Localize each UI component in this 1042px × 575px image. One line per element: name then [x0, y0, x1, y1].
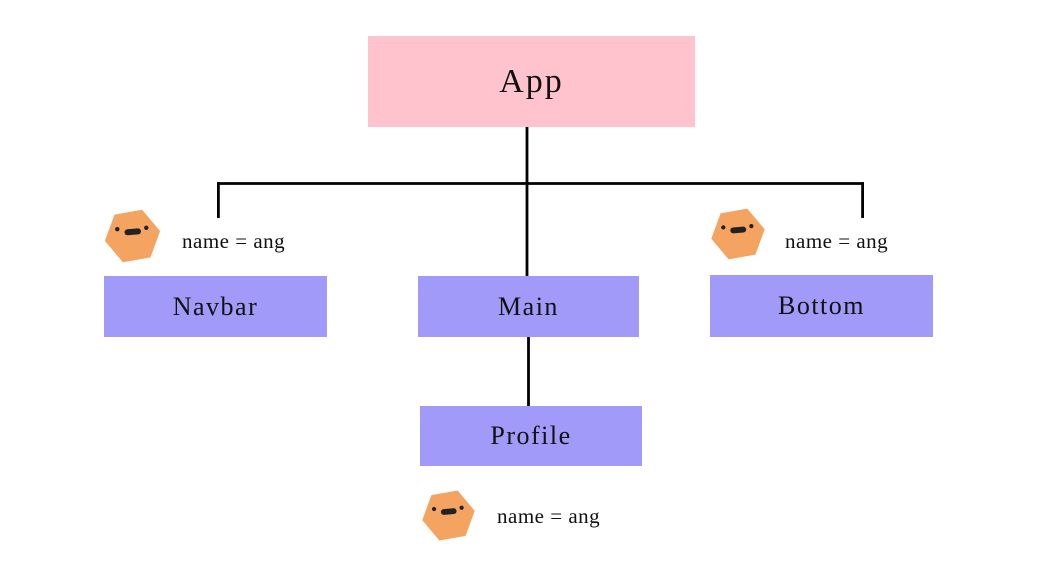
node-app: App: [368, 36, 695, 127]
hexagon-face-icon: [422, 490, 475, 541]
prop-annotation-profile: name = ang: [497, 504, 601, 528]
node-main: Main: [418, 276, 639, 337]
prop-annotation-navbar: name = ang: [182, 229, 286, 253]
hexagon-face-icon: [711, 208, 765, 260]
prop-annotation-bottom: name = ang: [785, 229, 889, 253]
node-profile-label: Profile: [490, 421, 572, 450]
hexagon-face-icon: [104, 209, 161, 263]
node-navbar: Navbar: [104, 276, 327, 337]
node-profile: Profile: [420, 406, 642, 466]
node-app-label: App: [499, 62, 564, 100]
node-main-label: Main: [498, 291, 559, 321]
node-bottom: Bottom: [710, 275, 933, 337]
node-bottom-label: Bottom: [777, 291, 865, 320]
node-navbar-label: Navbar: [172, 291, 259, 321]
